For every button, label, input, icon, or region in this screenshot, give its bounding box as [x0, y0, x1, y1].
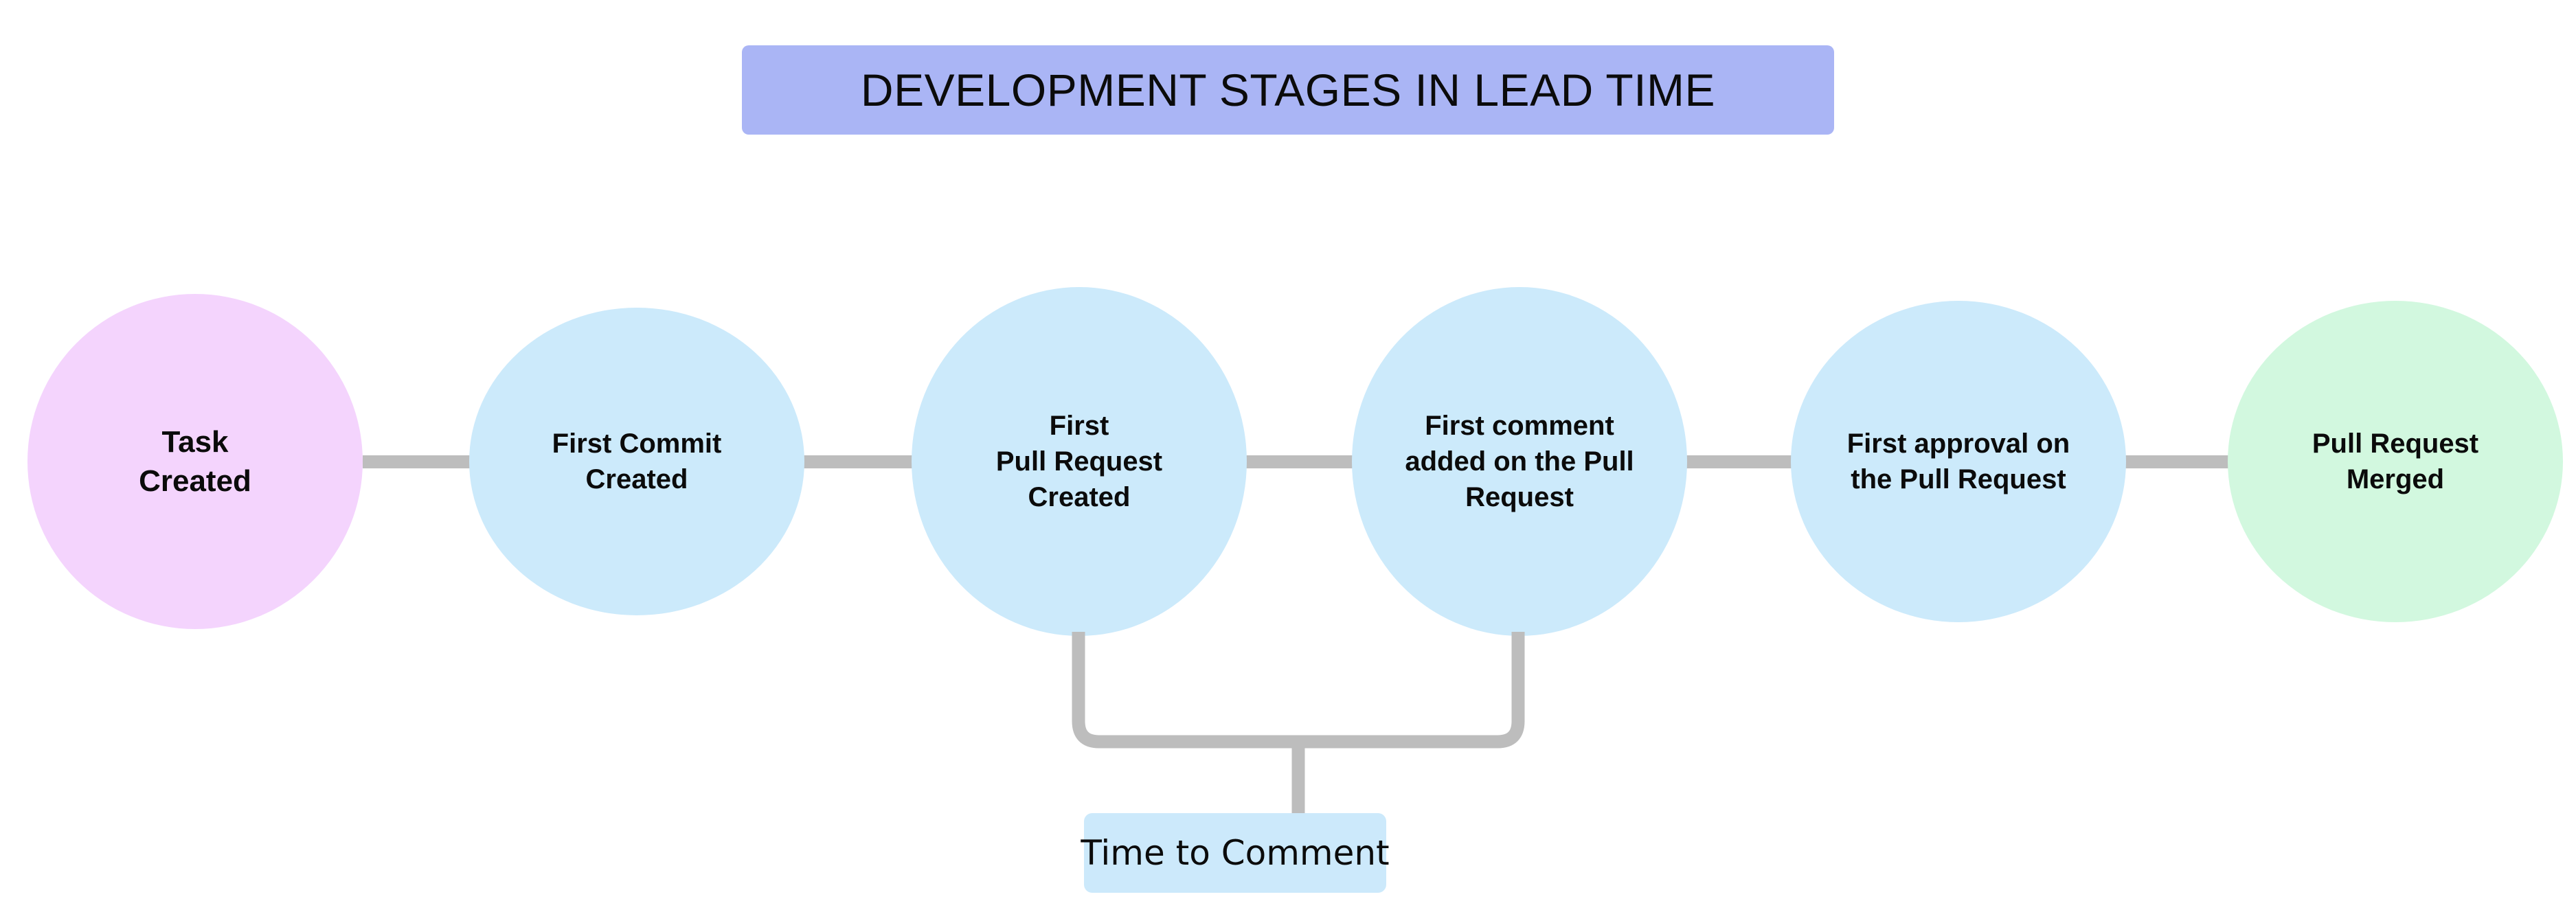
stage-node-first-commit[interactable]: First Commit Created: [469, 308, 804, 615]
stage-node-task-created[interactable]: Task Created: [27, 294, 363, 629]
connector-first-pull-request-to-first-comment: [1245, 455, 1354, 468]
stage-label-first-pull-request: First Pull Request Created: [995, 411, 1163, 512]
connector-task-created-to-first-commit: [363, 455, 471, 468]
metric-bracket-path: [1072, 632, 1525, 749]
connector-first-comment-to-first-approval: [1685, 455, 1793, 468]
stage-node-first-approval[interactable]: First approval on the Pull Request: [1791, 301, 2126, 622]
stage-node-pull-request-merged[interactable]: Pull Request Merged: [2228, 301, 2563, 622]
stage-label-task-created: Task Created: [139, 424, 251, 498]
stage-node-first-comment[interactable]: First comment added on the Pull Request: [1352, 287, 1687, 636]
connector-first-approval-to-pull-request-merged: [2124, 455, 2230, 468]
page-title-banner: DEVELOPMENT STAGES IN LEAD TIME: [742, 45, 1834, 135]
stage-label-first-comment: First comment added on the Pull Request: [1405, 411, 1634, 512]
stage-node-first-pull-request[interactable]: First Pull Request Created: [912, 287, 1247, 636]
page-title: DEVELOPMENT STAGES IN LEAD TIME: [860, 65, 1716, 115]
stage-label-first-approval: First approval on the Pull Request: [1846, 429, 2070, 494]
stage-label-pull-request-merged: Pull Request Merged: [2312, 429, 2479, 494]
metric-badge-time-to-comment[interactable]: Time to Comment: [1081, 813, 1390, 893]
metric-badge-label: Time to Comment: [1081, 833, 1390, 873]
stage-label-first-commit: First Commit Created: [552, 429, 722, 494]
connector-first-commit-to-first-pull-request: [802, 455, 914, 468]
